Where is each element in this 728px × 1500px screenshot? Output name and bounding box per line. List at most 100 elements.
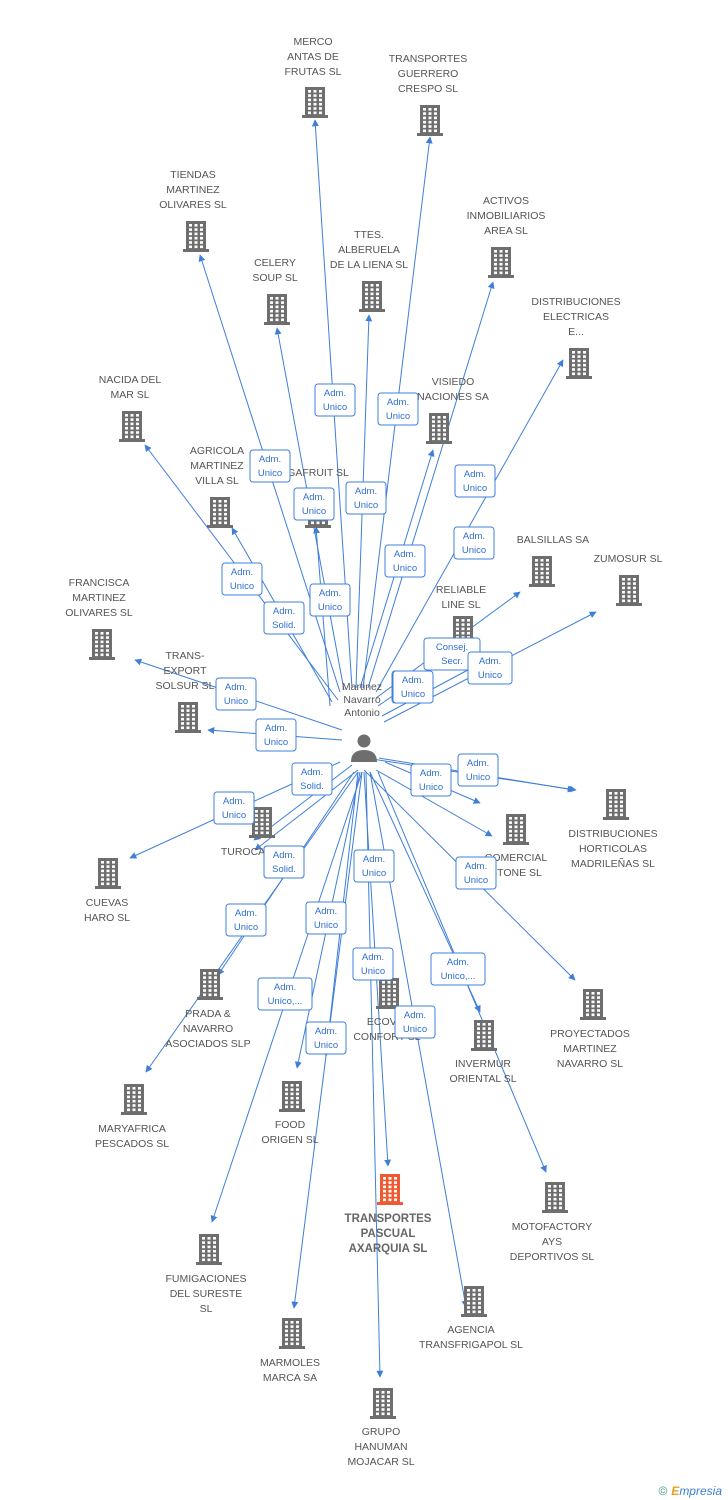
building-icon [119,411,145,442]
relation-label[interactable]: Adm.Unico [221,562,263,596]
relation-label[interactable]: Adm.Unico [384,544,426,578]
relation-label-line: Secr. [441,656,463,667]
company-label-line: EXPORT [164,665,208,677]
company-node-balsillas[interactable]: BALSILLAS SA [517,534,589,587]
relation-label-line: Unico [466,772,490,783]
center-person-node[interactable]: Martinez Navarro Antonio [342,681,382,762]
relation-label[interactable]: Adm.Unico [255,718,297,752]
relation-label-line: Solid. [272,620,296,631]
relation-label[interactable]: Adm.Unico [293,487,335,521]
relation-edge [367,281,495,689]
relation-label[interactable]: Adm.Unico [377,392,419,426]
relation-label[interactable]: Adm.Unico [467,651,513,685]
relation-label-line: Unico [222,810,246,821]
relation-label-line: Adm. [259,454,281,465]
company-label-line: COMERCIAL [485,852,548,864]
relation-label[interactable]: Adm.Unico,... [430,952,486,986]
company-label-line: PROYECTADOS [550,1028,630,1040]
building-icon [542,1182,568,1213]
relation-label-line: Unico [478,670,502,681]
person-icon [351,734,377,762]
relation-label[interactable]: Adm.Unico [455,856,497,890]
relation-label[interactable]: Adm.Unico [225,903,267,937]
company-node-zumosur[interactable]: ZUMOSUR SL [594,553,663,606]
company-node-turoca[interactable]: TUROCA [221,807,275,858]
company-label-line: MARTINEZ [166,184,220,196]
building-icon [196,1234,222,1265]
company-label-line: CUEVAS [86,897,128,909]
relation-label-line: Adm. [463,531,485,542]
relation-label[interactable]: Adm. Unico [394,1005,436,1039]
company-label-line: HARO SL [84,912,130,924]
company-label-line: DISTRIBUCIONES [568,828,657,840]
relation-label[interactable]: Adm.Solid. [263,845,305,879]
relation-label[interactable]: Adm.Unico [353,849,395,883]
center-label-line: Martinez [342,681,382,693]
company-label-line: PRADA & [185,1008,231,1020]
relation-label[interactable]: Adm.Unico [457,753,499,787]
relation-label-line: Unico [302,506,326,517]
company-label-line: MARTINEZ [72,592,126,604]
relation-label[interactable]: Adm.Unico,... [257,977,313,1011]
brand-initial: E [671,1484,680,1498]
relation-label[interactable]: Adm.Unico [314,383,356,417]
company-label-line: TIENDAS [170,169,216,181]
relation-label[interactable]: Adm.Unico [305,901,347,935]
company-label-line: ELECTRICAS [543,311,609,323]
relation-label-line: Adm. [223,796,245,807]
company-label-line: MERCO [293,36,332,48]
relation-label-line: Adm. [235,908,257,919]
company-node-cuevas[interactable]: CUEVAS HARO SL [84,858,130,924]
relation-label-line: Unico [403,1024,427,1035]
relation-label-line: Adm. [362,952,384,963]
company-node-distelec[interactable]: DISTRIBUCIONESELECTRICASE... [531,296,621,379]
company-label-line: INMOBILIARIOS [467,210,546,222]
relation-label[interactable]: Adm.Unico [352,947,394,981]
relation-label[interactable]: Adm.Unico [454,464,496,498]
relation-label[interactable]: Adm. Unico [213,791,255,825]
relation-label[interactable]: Adm.Solid. [263,601,305,635]
relation-label[interactable]: Adm.Unico [410,763,452,797]
relation-label[interactable]: Adm.Unico [305,1021,347,1055]
relation-label-line: Consej. [436,642,468,653]
relation-label-line: Unico [264,737,288,748]
company-label-line: BALSILLAS SA [517,534,589,546]
relation-label-line: Adm. [231,567,253,578]
relation-label[interactable]: Adm.Unico [309,583,351,617]
relation-label[interactable]: Adm.Unico [345,481,387,515]
relation-label[interactable]: Adm.Unico [215,677,257,711]
company-label-line: VILLA SL [195,475,239,487]
company-label-line: MARMOLES [260,1357,320,1369]
relation-label-line: Adm. [404,1010,426,1021]
relation-label-line: Unico,... [268,996,303,1007]
relation-label[interactable]: Adm.Unico [453,526,495,560]
relation-label[interactable]: Adm.Unico [392,670,434,704]
relation-label[interactable]: Adm.Solid. [291,762,333,796]
relation-label[interactable]: Adm.Unico [249,449,291,483]
